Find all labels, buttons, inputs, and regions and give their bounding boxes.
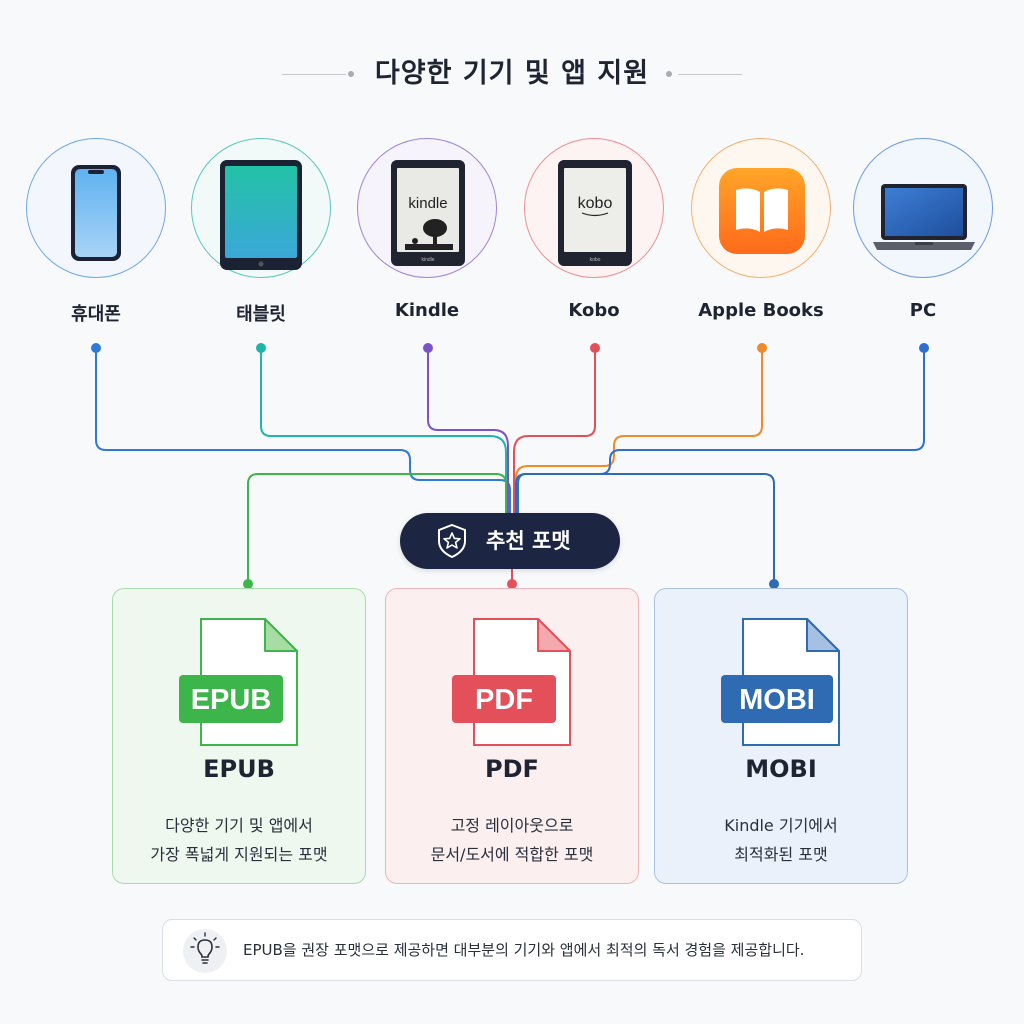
device-label-kobo: Kobo [568,300,620,321]
kobo-icon: kobo kobo [557,159,632,266]
connector-mobi [515,473,775,584]
pdf-file-icon: PDF [452,618,571,746]
kobo-screen-text: kobo [577,195,612,212]
lightbulb-icon [183,929,227,973]
device-tablet [191,138,331,278]
page-title: 다양한 기기 및 앱 지원 [374,58,650,89]
connector-dot-tablet [256,343,266,353]
kindle-brand-text: kindle [421,257,434,263]
connector-dot-mobi [769,579,779,589]
mobi-badge-text: MOBI [739,684,815,716]
device-phone [26,138,166,278]
recommended-format-badge: 추천 포맷 [400,513,620,569]
device-kindle: kindle kindle [357,138,497,278]
phone-icon [70,164,121,261]
connector-dot-kindle [423,343,433,353]
tablet-icon [219,159,302,270]
format-desc-epub-line1: 다양한 기기 및 앱에서 [165,816,313,835]
connector-phone [95,348,511,515]
connector-dot-phone [91,343,101,353]
connector-kindle [427,348,509,515]
format-name-epub: EPUB [203,755,275,783]
laptop-icon [872,183,975,250]
format-desc-pdf: 고정 레이아웃으로 문서/도서에 적합한 포맷 [386,811,638,869]
tip-text: EPUB을 권장 포맷으로 제공하면 대부분의 기기와 앱에서 최적의 독서 경… [243,941,805,959]
apple-books-icon [718,167,805,254]
device-label-apple-books: Apple Books [698,300,824,321]
device-label-tablet: 태블릿 [236,304,286,325]
format-name-pdf: PDF [485,755,539,783]
connector-dot-pdf [507,579,517,589]
pdf-badge-text: PDF [475,684,533,716]
title-decoration-left [282,71,358,77]
connector-kobo [513,348,596,515]
format-desc-mobi-line2: 최적화된 포맷 [734,845,828,864]
star-shield-icon [438,523,466,559]
device-kobo: kobo kobo [524,138,664,278]
connector-dot-epub [243,579,253,589]
device-pc [853,138,993,278]
connector-dot-kobo [590,343,600,353]
connector-dot-pc [919,343,929,353]
format-desc-epub: 다양한 기기 및 앱에서 가장 폭넓게 지원되는 포맷 [113,811,365,869]
device-label-kindle: Kindle [394,300,460,321]
mobi-file-icon: MOBI [721,618,840,746]
format-name-mobi: MOBI [745,755,817,783]
kobo-brand-text: kobo [589,257,600,263]
kindle-icon: kindle kindle [390,159,465,266]
epub-file-icon: EPUB [179,618,298,746]
format-card-mobi: MOBI MOBI Kindle 기기에서 최적화된 포맷 [654,588,908,884]
format-desc-mobi-line1: Kindle 기기에서 [724,816,838,835]
device-label-phone: 휴대폰 [71,304,121,325]
tip-box: EPUB을 권장 포맷으로 제공하면 대부분의 기기와 앱에서 최적의 독서 경… [162,919,862,981]
format-desc-pdf-line2: 문서/도서에 적합한 포맷 [430,845,594,864]
format-card-epub: EPUB EPUB 다양한 기기 및 앱에서 가장 폭넓게 지원되는 포맷 [112,588,366,884]
kindle-screen-text: kindle [408,195,447,212]
connector-epub [247,473,507,584]
recommended-format-label: 추천 포맷 [486,529,571,553]
epub-badge-text: EPUB [191,684,272,716]
format-desc-mobi: Kindle 기기에서 최적화된 포맷 [655,811,907,869]
connector-dot-applebooks [757,343,767,353]
connector-tablet [260,348,507,515]
device-label-pc: PC [909,300,937,321]
format-desc-epub-line2: 가장 폭넓게 지원되는 포맷 [150,845,328,864]
connector-pc [517,348,925,515]
title-decoration-right [666,71,746,77]
connector-applebooks [515,348,763,515]
format-desc-pdf-line1: 고정 레이아웃으로 [450,816,574,835]
device-apple-books [691,138,831,278]
format-card-pdf: PDF PDF 고정 레이아웃으로 문서/도서에 적합한 포맷 [385,588,639,884]
